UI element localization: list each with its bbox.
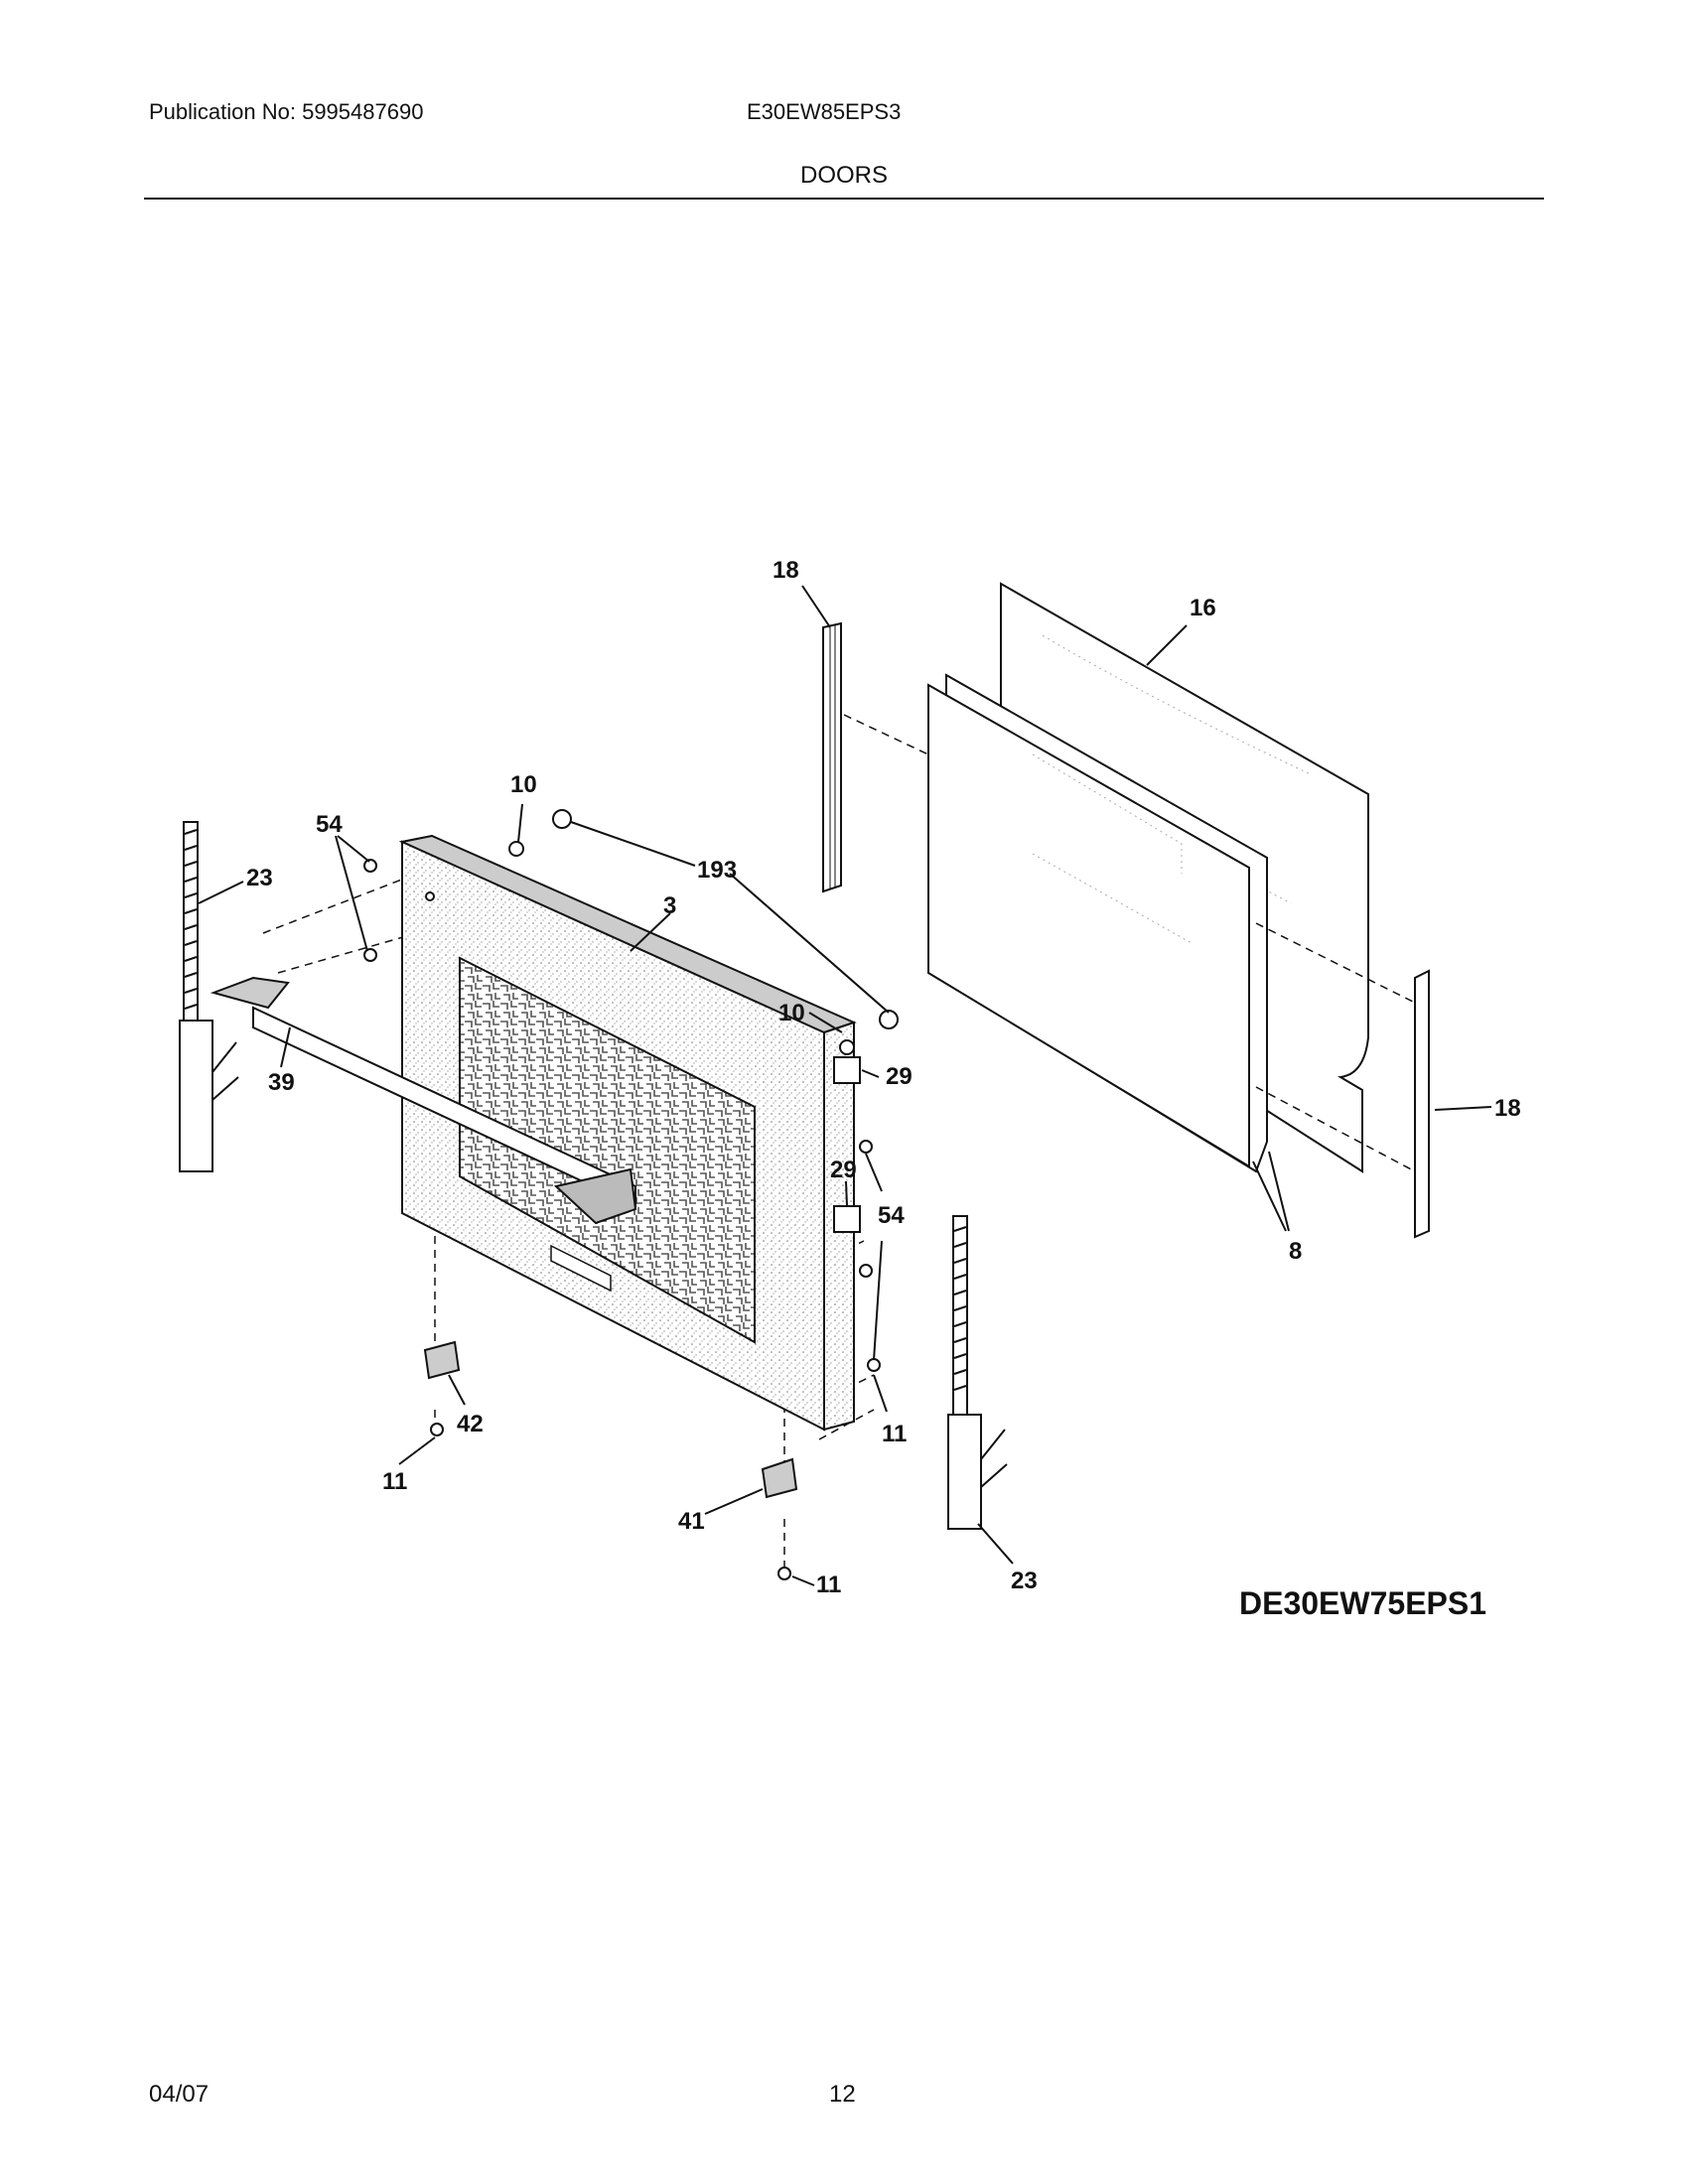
leader-39: [280, 1026, 291, 1068]
callout-29-mid: 29: [830, 1157, 857, 1183]
callout-42: 42: [457, 1411, 484, 1437]
leader-8a: [1252, 1160, 1287, 1232]
callout-193: 193: [697, 857, 737, 884]
publication-date: 04/07: [149, 2081, 210, 2108]
callout-10-right: 10: [778, 1000, 805, 1026]
header-rule: [144, 198, 1544, 200]
callout-54-right: 54: [878, 1202, 905, 1229]
diagram-code: DE30EW75EPS1: [1239, 1585, 1486, 1621]
callout-23-left: 23: [246, 865, 273, 891]
leader-23-right: [977, 1523, 1014, 1565]
side-trim-top: [822, 621, 842, 893]
leader-18-top: [801, 585, 831, 628]
callout-29-top: 29: [886, 1063, 913, 1090]
callout-54-top: 54: [316, 811, 343, 838]
callout-18-top: 18: [773, 557, 799, 584]
callout-11-left: 11: [382, 1468, 407, 1495]
door-handle: [210, 976, 637, 1225]
callout-11-bottom: 11: [816, 1571, 841, 1598]
callout-10-top: 10: [510, 771, 537, 798]
leader-3: [630, 912, 671, 952]
outer-door-panel: [398, 834, 857, 1432]
side-trim-right: [1414, 969, 1430, 1239]
callout-3: 3: [663, 892, 676, 919]
leader-18-right: [1434, 1106, 1492, 1111]
callout-18-right: 18: [1494, 1095, 1521, 1122]
section-title: DOORS: [799, 162, 888, 189]
hinge-left: [179, 821, 239, 1172]
model-number: E30EW85EPS3: [747, 99, 902, 124]
leaders-small: [335, 803, 890, 1586]
leader-8b: [1268, 1151, 1290, 1232]
hardware: [363, 809, 899, 1580]
page-number: 12: [829, 2081, 856, 2108]
hinge-right: [947, 1215, 1008, 1530]
inner-glass-panels: [927, 673, 1268, 1173]
callout-41: 41: [678, 1508, 705, 1535]
callout-23-right: 23: [1011, 1568, 1038, 1594]
publication-number: Publication No: 5995487690: [149, 99, 424, 124]
callout-39: 39: [268, 1069, 295, 1096]
leader-16: [1146, 624, 1188, 666]
callout-16: 16: [1190, 595, 1216, 621]
leader-23-left: [198, 881, 244, 904]
callout-8: 8: [1289, 1238, 1302, 1265]
callout-11-right: 11: [882, 1421, 907, 1447]
